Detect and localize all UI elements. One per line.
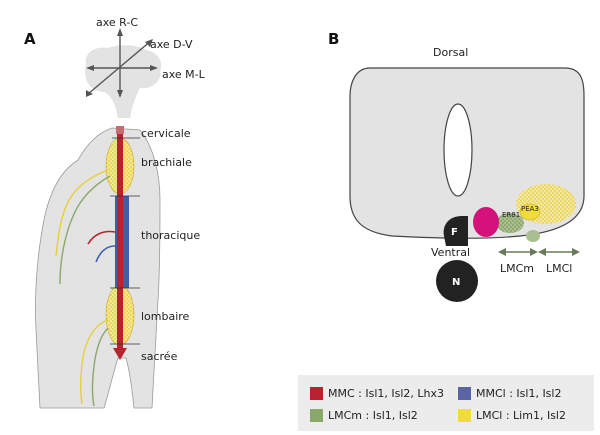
mmc-column [113,132,127,360]
axis-rc-label: axe R-C [96,16,138,29]
legend-item-mmc: MMC : Isl1, Isl2, Lhx3 [310,384,444,402]
panel-label-a: A [24,30,36,48]
notochord [436,260,478,302]
legend-swatch-lmcl [458,408,471,422]
segment-lombaire-label: lombaire [141,310,190,323]
f-structure [443,216,468,246]
segment-sacree-label: sacrée [141,350,178,363]
pea3-label: PEA3 [521,205,539,213]
legend-item-lmcl: LMCl : Lim1, Isl2 [458,406,566,424]
panel-label-b: B [328,30,339,48]
axis-ml-label: axe M-L [162,68,206,81]
axis-dv-label: axe D-V [150,38,193,51]
legend-label-mmcl: MMCl : Isl1, Isl2 [476,386,562,400]
segment-cervicale-label: cervicale [141,127,191,140]
legend-swatch-mmcl [458,386,471,400]
f-label: F [451,227,458,238]
legend-item-lmcm: LMCm : Isl1, Isl2 [310,406,418,424]
segment-thoracique-label: thoracique [141,229,200,242]
ventral-label: Ventral [431,246,470,259]
legend-swatch-mmc [310,386,323,400]
lmcm-area [496,213,524,233]
axes-cross [86,28,158,98]
nerve-green-arm [59,175,111,285]
legend-swatch-lmcm [310,408,323,422]
central-canal [443,103,473,197]
lmcm-pool-small [526,230,540,242]
er81-label: ER81 [502,211,520,219]
lmcm-label: LMCm [500,262,534,275]
mmc-pool [473,207,499,237]
dorsal-label: Dorsal [433,46,468,59]
nerve-yellow-leg [79,319,109,405]
axis-dv-line [87,39,153,95]
lmcl-label: LMCl [546,262,572,275]
legend-item-mmcl: MMCl : Isl1, Isl2 [458,384,561,402]
nerve-green-leg [91,327,109,407]
embryo-head [85,45,162,118]
pea3-pool [519,203,541,221]
nerve-blue-thorax [95,245,116,263]
n-label: N [452,277,460,288]
legend: MMC : Isl1, Isl2, Lhx3 MMCl : Isl1, Isl2… [298,375,594,431]
cord-top [116,126,124,134]
legend-label-lmcl: LMCl : Lim1, Isl2 [476,408,566,422]
segment-dividers [110,137,140,345]
segment-brachiale-label: brachiale [141,156,192,169]
nerve-red-thorax [87,230,116,245]
legend-label-mmc: MMC : Isl1, Isl2, Lhx3 [328,386,445,400]
nerve-yellow-arm [55,169,109,257]
embryo-body [35,127,161,409]
legend-label-lmcm: LMCm : Isl1, Isl2 [328,408,418,422]
